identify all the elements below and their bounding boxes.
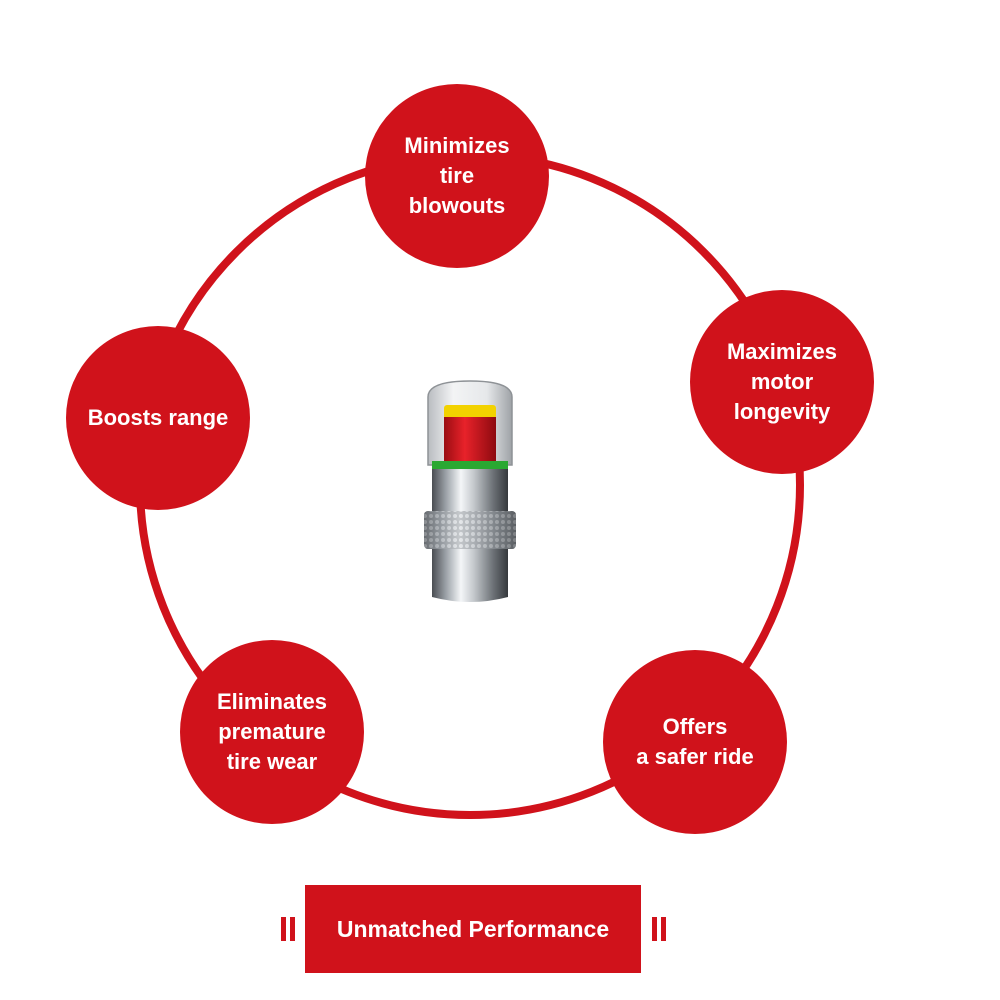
feature-label: Minimizes tire blowouts [404, 133, 510, 218]
feature-label: Offers a safer ride [636, 714, 754, 769]
feature-node-minimizes-blowouts: Minimizes tire blowouts [365, 84, 549, 268]
feature-node-boosts-range: Boosts range [66, 326, 250, 510]
banner-label: Unmatched Performance [336, 916, 610, 942]
feature-label: Eliminates premature tire wear [216, 689, 328, 774]
feature-node-maximizes-longevity: Maximizes motor longevity [690, 290, 874, 474]
banner-left-bracket [281, 917, 295, 941]
feature-node-eliminates-tire-wear: Eliminates premature tire wear [180, 640, 364, 824]
tire-pressure-valve-cap-icon [424, 380, 516, 602]
performance-banner: Unmatched Performance [305, 885, 641, 973]
feature-label: Maximizes motor longevity [726, 339, 838, 424]
banner-right-bracket [652, 917, 666, 941]
feature-label: Boosts range [87, 405, 229, 430]
feature-node-safer-ride: Offers a safer ride [603, 650, 787, 834]
